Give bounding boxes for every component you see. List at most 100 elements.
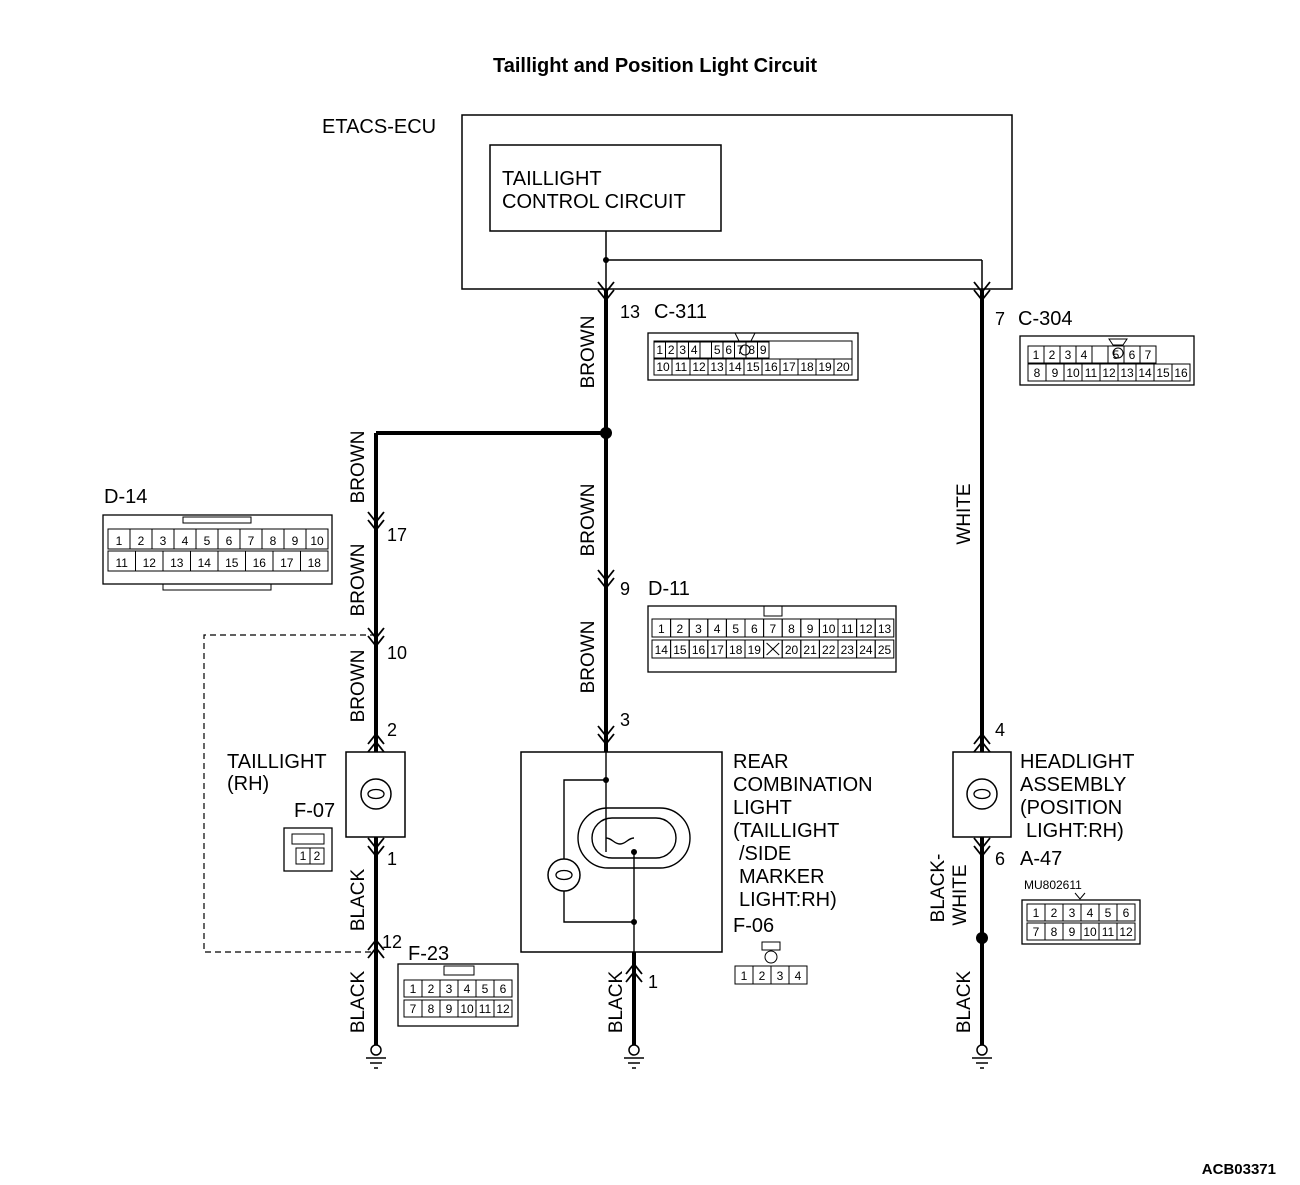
rear-label-5: /SIDE [739,843,791,865]
d14-pin-label: 3 [160,534,167,548]
connector-id-c311: C-311 [654,301,707,323]
d11-pin-label: 1 [658,622,665,636]
pin-1-rear: 1 [648,972,658,992]
c304-pin-label: 4 [1081,348,1088,362]
pin-6: 6 [995,849,1005,869]
d11-pin-label: 24 [859,643,873,657]
rear-label-3: LIGHT [733,797,792,819]
control-circuit-line2: CONTROL CIRCUIT [502,191,686,213]
c311-pin-label: 8 [748,343,755,357]
f23-cavity [493,999,513,1018]
a47-pin-label: 6 [1123,906,1130,920]
d14-cavity [300,550,329,572]
d14-pin-label: 14 [198,556,212,570]
rear-label-4: (TAILLIGHT [733,820,839,842]
d11-pin-label: 12 [859,622,873,636]
d11-pin-label: 17 [710,643,724,657]
connector-id-d14: D-14 [104,486,147,508]
f06-pin-label: 2 [759,969,766,983]
d14-pin-label: 17 [280,556,294,570]
f23-pin-label: 10 [460,1002,474,1016]
wire-label-brown-5: BROWN [578,621,599,694]
ecu-internal-wires [605,231,983,290]
c304-cavity [1091,345,1109,364]
c304-pin-label: 16 [1174,366,1188,380]
d11-pin-label: 25 [878,643,892,657]
f23-pin-label: 1 [410,982,417,996]
d11-pin-label: 14 [655,643,669,657]
a47-pin-label: 11 [1102,925,1115,939]
a47-pin-label: 12 [1119,925,1133,939]
d11-pin-label: 4 [714,622,721,636]
connector-id-f07: F-07 [294,800,335,822]
a47-pin-label: 1 [1033,906,1040,920]
f23-pin-label: 9 [446,1002,453,1016]
d11-pin-label: 6 [751,622,758,636]
rear-combination-light-box [520,751,723,953]
a47-pin-label: 7 [1033,925,1040,939]
pin-7: 7 [995,309,1005,329]
c311-pin-label: 1 [656,343,663,357]
f23-pin-label: 12 [496,1002,510,1016]
rear-label-2: COMBINATION [733,774,873,796]
f23-pin-label: 4 [464,982,471,996]
d14-pin-label: 2 [138,534,145,548]
wire-label-black-white-2: WHITE [950,864,971,925]
c311-pin-label: 2 [668,343,675,357]
c311-pin-label: 7 [737,343,744,357]
f06-pin-label: 3 [777,969,784,983]
d11-pin-label: 23 [841,643,855,657]
d14-pin-label: 8 [270,534,277,548]
f23-pin-label: 3 [446,982,453,996]
connector-id-f06: F-06 [733,915,774,937]
d11-pin-label: 2 [677,622,684,636]
taillight-label-1: TAILLIGHT [227,751,327,773]
connector-id-c304: C-304 [1018,308,1072,330]
a47-cavity [1116,922,1136,941]
a47-pin-label: 4 [1087,906,1094,920]
headlight-box [952,751,1012,838]
pin-2: 2 [387,720,397,740]
wire-label-brown-3: BROWN [578,484,599,557]
d11-cavity [874,618,895,638]
ecu-junction [603,257,609,263]
d14-pin-label: 18 [308,556,322,570]
d11-pin-label: 10 [822,622,836,636]
rear-label-1: REAR [733,751,789,773]
c304-pin-label: 15 [1156,366,1170,380]
ground-symbols [366,1044,992,1069]
d11-pin-label: 21 [803,643,817,657]
wire-label-black-white-1: BLACK- [928,854,949,923]
c311-cavity [833,358,853,376]
d14-pin-label: 12 [143,556,157,570]
d11-pin-label: 18 [729,643,743,657]
headlight-label-1: HEADLIGHT [1020,751,1134,773]
c311-pin-label: 12 [692,360,706,374]
rear-label-7: LIGHT:RH) [739,889,837,911]
f07-pin-label: 2 [314,849,321,863]
c304-pin-label: 2 [1049,348,1056,362]
d14-pin-label: 1 [116,534,123,548]
d11-pin-label: 19 [748,643,762,657]
d11-pin-label: 8 [788,622,795,636]
c304-pin-label: 3 [1065,348,1072,362]
wire-label-white: WHITE [954,483,975,544]
a47-pin-label: 9 [1069,925,1076,939]
c304-cavity [1171,363,1191,382]
headlight-label-3: (POSITION [1020,797,1122,819]
thick-wires [374,290,984,1045]
wire-label-black-1: BLACK [348,869,369,932]
connector-id-d11: D-11 [648,578,690,600]
c311-pin-label: 11 [675,360,688,374]
c304-pin-label: 1 [1033,348,1040,362]
f23-pin-label: 2 [428,982,435,996]
d14-pin-label: 13 [170,556,184,570]
wire-label-brown-2: BROWN [348,431,369,504]
taillight-label-2: (RH) [227,773,269,795]
